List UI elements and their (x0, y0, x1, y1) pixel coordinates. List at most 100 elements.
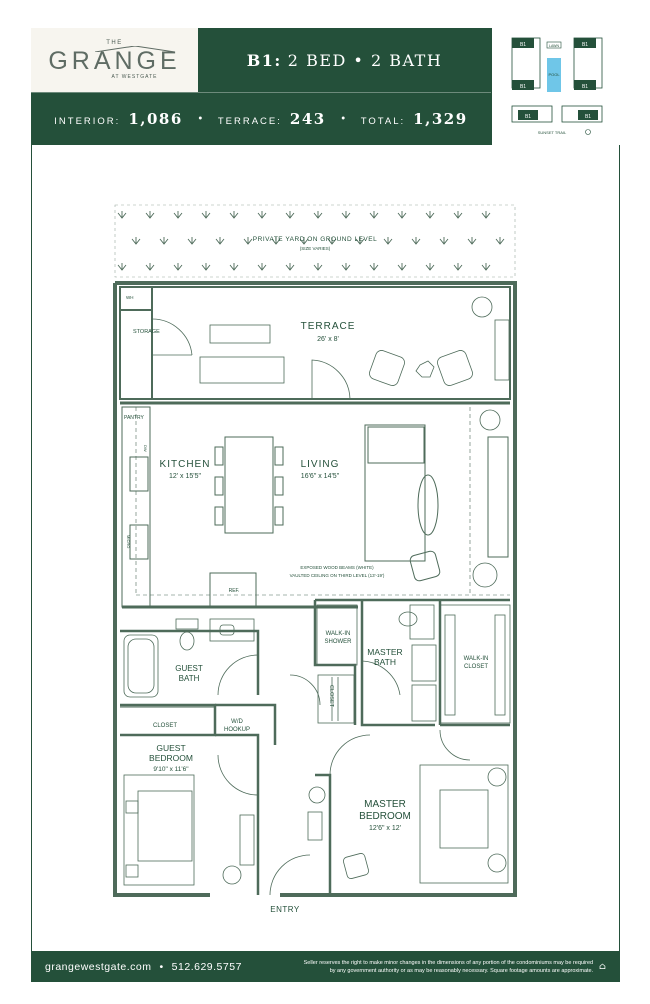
plant-icon (341, 263, 351, 271)
plant-icon (257, 263, 267, 271)
micro-label: MICRO (126, 535, 131, 548)
kitchen-label: KITCHEN (160, 459, 211, 470)
plan-sheet (31, 28, 620, 982)
plant-icon (285, 263, 295, 271)
plant-icon (453, 211, 463, 219)
plant-icon (131, 237, 141, 245)
disclaimer-line-1: Seller reserves the right to make minor … (303, 959, 594, 966)
plant-icon (341, 211, 351, 219)
keyplan-unit-label: B1 (525, 114, 531, 120)
walkin-shower-label-2: SHOWER (325, 639, 353, 645)
plant-icon (117, 211, 127, 219)
keyplan-unit-label: B1 (520, 84, 526, 90)
keyplan-unit (512, 38, 534, 48)
plant-icon (243, 237, 253, 245)
walkin-closet-label-2: CLOSET (464, 664, 488, 670)
exterior-walls (113, 281, 517, 897)
yard-note: (SIZE VARIES) (300, 246, 331, 251)
plant-icon (145, 263, 155, 271)
plant-icon (467, 237, 477, 245)
stat-terrace: TERRACE: 243 (218, 110, 326, 128)
brand-sub: AT WESTGATE (111, 74, 158, 80)
wd-label-2: HOOKUP (224, 727, 250, 733)
wh-label: WH (126, 295, 134, 300)
closet-label: CLOSET (153, 723, 177, 729)
guest-bedroom-label: GUEST (156, 743, 185, 753)
keyplan-pool (547, 58, 561, 92)
ceiling-note: VAULTED CEILING ON THIRD LEVEL (13'-19') (290, 573, 385, 578)
keyplan-pool-label: POOL (548, 72, 560, 77)
plant-icon (173, 263, 183, 271)
plant-icon (411, 237, 421, 245)
brand-name: GRANGE (48, 47, 181, 75)
plant-icon (271, 237, 281, 245)
keyplan-lawn-label: LAWN (549, 44, 559, 48)
plant-icon (117, 263, 127, 271)
plant-icon (229, 211, 239, 219)
keyplan-building-bottom-left (511, 105, 553, 123)
plant-icon (229, 263, 239, 271)
living-kitchen-area (120, 401, 510, 609)
keyplan-unit-label: B1 (582, 42, 588, 48)
stat-total: TOTAL: 1,329 (361, 110, 468, 128)
plant-icon (481, 263, 491, 271)
guest-bedroom-dim: 9'10" x 11'6" (153, 766, 189, 773)
plant-icon (369, 211, 379, 219)
guest-bath-label: GUEST (175, 664, 203, 673)
terrace-label: TERRACE (301, 321, 356, 332)
plant-icon (299, 237, 309, 245)
plant-icon (355, 237, 365, 245)
stat-terrace-value: 243 (289, 110, 326, 128)
living-label: LIVING (301, 459, 340, 470)
keyplan-unit-label: B1 (520, 42, 526, 48)
disclaimer-line-2: by any government authority or as may be… (329, 967, 594, 974)
stat-total-label: TOTAL: (360, 116, 406, 127)
brand-the: THE (106, 40, 123, 46)
walkin-shower-label: WALK-IN (326, 631, 351, 637)
entry-label: ENTRY (270, 905, 300, 914)
unit-type: 2 BED • 2 BATH (287, 50, 443, 70)
plant-icon (327, 237, 337, 245)
keyplan-unit (574, 38, 596, 48)
keyplan-building-bottom-right (561, 105, 603, 123)
master-bedroom-dim: 12'6" x 12' (369, 825, 401, 832)
plant-icon (481, 211, 491, 219)
north-arrow-icon (585, 129, 591, 135)
keyplan-unit (512, 80, 534, 90)
phone-number[interactable]: 512.629.5757 (171, 960, 242, 973)
keyplan-unit (518, 110, 538, 120)
floor-plan: PRIVATE YARD ON GROUND LEVEL (SIZE VARIE… (113, 204, 517, 914)
plant-icon (187, 237, 197, 245)
plant-icon (313, 263, 323, 271)
plant-icon (439, 237, 449, 245)
closet-vertical-label: CLOSET (328, 685, 334, 708)
yard-area: PRIVATE YARD ON GROUND LEVEL (SIZE VARIE… (114, 204, 516, 278)
dw-label: DW (143, 445, 148, 452)
keyplan-lawn (546, 41, 562, 49)
living-dim: 16'6" x 14'5" (301, 473, 340, 480)
footer-bar: grangewestgate.com • 512.629.5757 Seller… (31, 951, 620, 982)
master-bedroom-label-2: BEDROOM (359, 811, 411, 822)
plant-icon (425, 211, 435, 219)
roof-icon (94, 46, 175, 52)
plant-icon (159, 237, 169, 245)
master-bath-label: MASTER (367, 647, 402, 657)
website-link[interactable]: grangewestgate.com (45, 960, 152, 973)
plant-icon (495, 237, 505, 245)
ref-label: REF. (229, 588, 240, 594)
unit-title: B1: 2 BED • 2 BATH (198, 28, 491, 92)
keyplan-unit-label: B1 (585, 114, 591, 120)
plant-icon (201, 211, 211, 219)
keyplan-unit-label: B1 (582, 84, 588, 90)
plant-icon (285, 211, 295, 219)
terrace-walls (119, 286, 511, 400)
stat-total-value: 1,329 (413, 110, 468, 128)
plant-icon (383, 237, 393, 245)
kitchen-dim: 12' x 15'5" (169, 473, 202, 480)
plant-icon (453, 263, 463, 271)
wd-label: W/D (231, 719, 243, 725)
separator-dot: • (340, 113, 347, 125)
keyplan-street-label: SUNSET TRAIL (538, 130, 567, 135)
plant-icon (201, 263, 211, 271)
room-labels: TERRACE 26' x 8' STORAGE WH PANTRY DW MI… (124, 295, 488, 914)
